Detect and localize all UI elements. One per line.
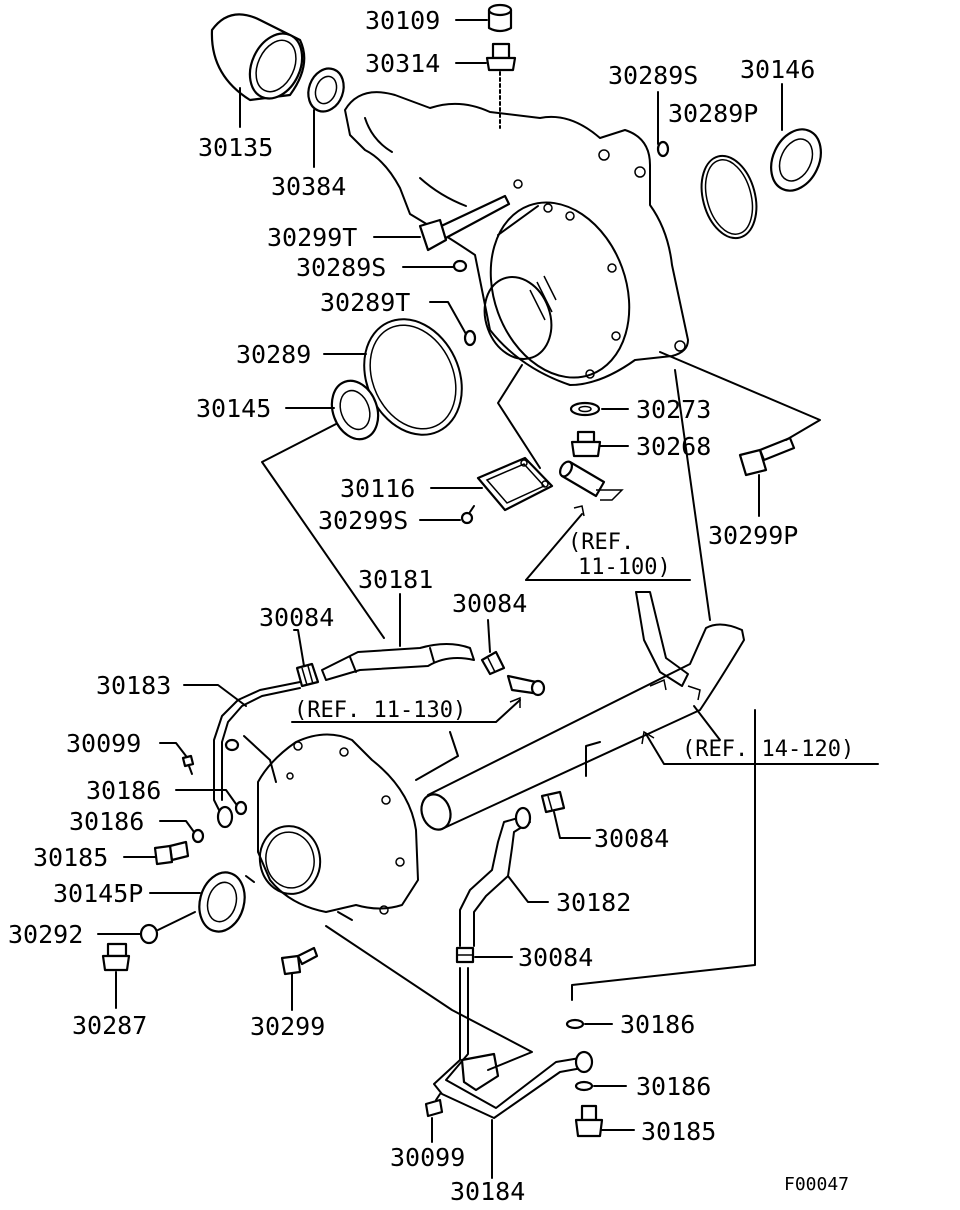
part-30289S-oring [656, 140, 670, 158]
part-30099-bolt-bottom [424, 1093, 444, 1118]
ref-11-100-line2: 11-100) [578, 555, 671, 580]
label-30181: 30181 [358, 565, 433, 594]
label-30289S-top: 30289S [608, 61, 698, 90]
part-30109-cap [487, 3, 513, 33]
part-30184-pipe [433, 967, 594, 1119]
label-30135: 30135 [198, 133, 273, 162]
part-30146-seal [770, 128, 822, 192]
label-30145P: 30145P [53, 879, 143, 908]
label-30186-right-b: 30186 [636, 1072, 711, 1101]
ref-14-120: (REF. 14-120) [682, 737, 854, 762]
part-30384-seal [307, 67, 345, 113]
label-30109: 30109 [365, 6, 440, 35]
part-30185-bolt-left [153, 840, 190, 866]
part-30181-hose [321, 643, 475, 681]
leader-lines [97, 19, 783, 1179]
part-labels: 30109 30314 30135 30384 30289S 30146 302… [8, 6, 815, 1206]
part-30186-washer-d [574, 1080, 594, 1092]
label-30314: 30314 [365, 49, 440, 78]
part-30145-seal [330, 379, 380, 441]
label-30287: 30287 [72, 1011, 147, 1040]
label-30099-left: 30099 [66, 729, 141, 758]
part-30299T-bolt [418, 194, 511, 252]
part-30084-clamp-left [295, 662, 320, 688]
part-30289P-oring [700, 154, 758, 240]
part-drawings [101, 3, 822, 1138]
ref-11-100-tube [559, 460, 624, 501]
part-30186-washer-c [565, 1018, 585, 1030]
label-30186-right-a: 30186 [620, 1010, 695, 1039]
part-30289S-ring [452, 259, 468, 273]
ref-11-130: (REF. 11-130) [294, 698, 466, 723]
part-30145P-seal [198, 871, 246, 933]
upper-case-housing [344, 91, 689, 386]
part-30299-bolt [280, 946, 319, 976]
label-30299T: 30299T [267, 223, 357, 252]
assembly-guide-lines [157, 205, 821, 1071]
label-30145: 30145 [196, 394, 271, 423]
label-30292: 30292 [8, 920, 83, 949]
label-30182: 30182 [556, 888, 631, 917]
part-30084-clamp-right [480, 650, 506, 676]
lower-housing [257, 733, 419, 915]
part-30289T-ring [463, 329, 477, 347]
part-30273-washer [569, 401, 601, 417]
reference-labels: (REF. 11-100) (REF. 11-130) (REF. 14-120… [294, 530, 854, 762]
part-30099-bolt-left [181, 754, 195, 775]
label-30299P: 30299P [708, 521, 798, 550]
part-30268-plug [570, 430, 602, 458]
label-30084-upper-right: 30084 [452, 589, 527, 618]
label-30299S: 30299S [318, 506, 408, 535]
part-30186-washer-a [234, 800, 248, 816]
label-30268: 30268 [636, 432, 711, 461]
part-30299P-bolt [738, 436, 796, 477]
figure-code: F00047 [784, 1174, 849, 1195]
part-30183-pipe [213, 681, 301, 829]
part-30135-sleeve [210, 13, 306, 102]
part-30287-plug [101, 942, 131, 972]
part-30084-clamp-mid [540, 790, 566, 814]
label-30084-mid-right: 30084 [594, 824, 669, 853]
label-30289T: 30289T [320, 288, 410, 317]
part-30182-hose [459, 806, 532, 947]
ref-11-100-line1: (REF. [568, 530, 634, 555]
part-30299S-screw [460, 505, 475, 525]
part-30084-clamp-bottom [455, 946, 475, 964]
ref-11-130-fitting [506, 674, 546, 697]
label-30384: 30384 [271, 172, 346, 201]
label-30146: 30146 [740, 55, 815, 84]
part-30185-bolt-right [574, 1104, 604, 1138]
part-30292-oring [139, 923, 159, 945]
label-30084-bottom: 30084 [518, 943, 593, 972]
label-30289: 30289 [236, 340, 311, 369]
label-30186-left-b: 30186 [69, 807, 144, 836]
label-30273: 30273 [636, 395, 711, 424]
label-30099-bottom: 30099 [390, 1143, 465, 1172]
ref-14-120-tube [420, 591, 745, 831]
label-30186-left-a: 30186 [86, 776, 161, 805]
part-30186-washer-b [191, 828, 205, 844]
label-30185-right: 30185 [641, 1117, 716, 1146]
part-30314-plug [485, 42, 517, 129]
label-30116: 30116 [340, 474, 415, 503]
label-30084-upper-left: 30084 [259, 603, 334, 632]
label-30289P: 30289P [668, 99, 758, 128]
label-30289S-mid: 30289S [296, 253, 386, 282]
label-30184: 30184 [450, 1177, 525, 1206]
label-30183: 30183 [96, 671, 171, 700]
part-30116-cover [476, 456, 554, 512]
reference-pointers [291, 505, 879, 765]
label-30185-left: 30185 [33, 843, 108, 872]
label-30299: 30299 [250, 1012, 325, 1041]
